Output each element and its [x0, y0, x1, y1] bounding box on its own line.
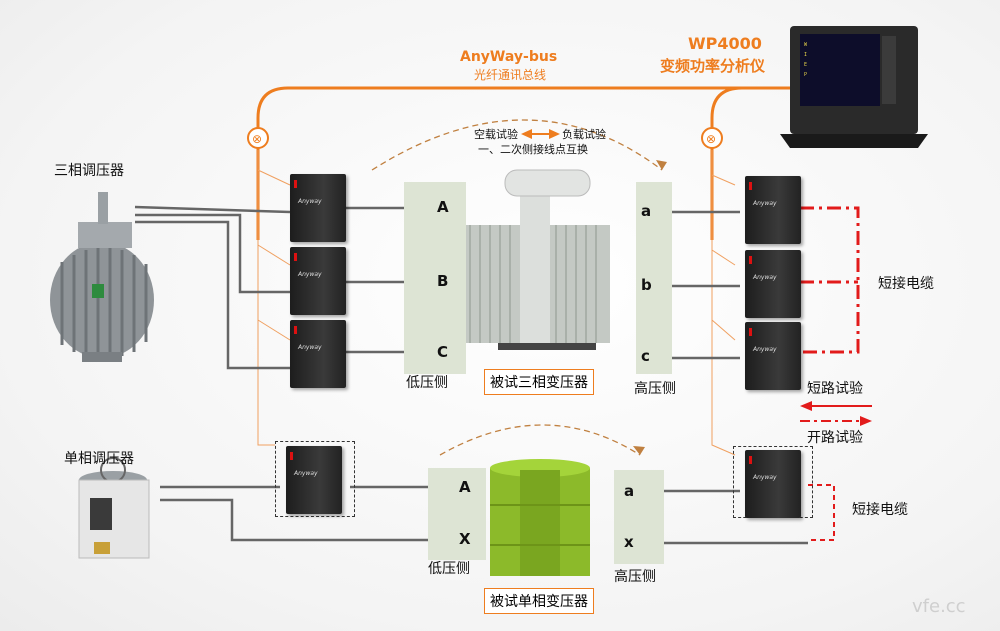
terminal-label: x	[624, 533, 634, 551]
terminal-label: a	[641, 202, 652, 220]
current-transformer-sensor: Anyway	[286, 446, 342, 514]
svg-text:E: E	[804, 62, 807, 68]
single-phase-transformer-image	[490, 459, 590, 576]
current-transformer-sensor: Anyway	[745, 322, 801, 390]
high-voltage-panel-three-phase	[636, 182, 672, 374]
terminal-label: a	[624, 482, 635, 500]
terminal-label: C	[437, 343, 449, 361]
ct-dashed-frame	[275, 441, 355, 517]
fiber-bus-right-line	[710, 86, 743, 240]
short-cables-three-phase	[800, 206, 860, 354]
svg-text:I: I	[804, 52, 807, 58]
three-phase-feed-lines	[134, 205, 740, 370]
short-cable-label: 短接电缆	[852, 502, 908, 518]
terminal-label: A	[459, 478, 471, 496]
current-transformer-sensor: Anyway	[745, 250, 801, 318]
swap-arrow-right-icon	[549, 129, 560, 139]
analyzer-name: 变频功率分析仪	[660, 57, 766, 75]
current-transformer-sensor: Anyway	[745, 450, 801, 518]
high-voltage-panel-single-phase	[614, 470, 664, 564]
three-phase-transformer-label: 被试三相变压器	[484, 369, 594, 395]
single-phase-transformer-label: 被试单相变压器	[484, 588, 594, 614]
open-circuit-test-label: 开路试验	[807, 430, 863, 446]
open-circuit-arrow	[800, 416, 872, 426]
low-voltage-panel-three-phase	[404, 182, 466, 374]
terminal-label: B	[437, 272, 449, 290]
svg-text:W: W	[804, 42, 808, 48]
three-phase-transformer-image	[466, 169, 610, 350]
analyzer-model: WP4000	[688, 34, 762, 53]
bus-branch-lines	[257, 150, 736, 456]
fiber-coupler-left: ⊗	[247, 127, 269, 149]
terminal-label: c	[641, 347, 650, 365]
swap-arrow-left-icon	[521, 129, 532, 139]
fiber-coupler-right: ⊗	[701, 127, 723, 149]
current-transformer-sensor: Anyway	[290, 247, 346, 315]
swap-arc-single-phase	[439, 424, 641, 456]
current-transformer-sensor: Anyway	[745, 176, 801, 244]
bus-name: AnyWay-bus	[460, 49, 558, 65]
short-circuit-test-label: 短路试验	[807, 381, 863, 397]
three-phase-regulator-label: 三相调压器	[54, 163, 124, 179]
low-side-label: 低压侧	[406, 375, 448, 391]
svg-text:⊗: ⊗	[706, 132, 716, 146]
svg-text:⊗: ⊗	[252, 132, 262, 146]
swap-arc-three-phase	[371, 119, 663, 171]
high-side-label: 高压侧	[634, 381, 676, 397]
low-voltage-panel-single-phase	[428, 468, 486, 560]
terminal-label: X	[459, 530, 471, 548]
fiber-bus-line	[256, 86, 790, 240]
three-phase-regulator-image	[50, 192, 154, 362]
swap-note-line2: 一、二次侧接线点互换	[478, 143, 588, 156]
bus-subtitle: 光纤通讯总线	[474, 68, 547, 82]
single-phase-regulator-label: 单相调压器	[64, 451, 134, 467]
current-transformer-sensor: Anyway	[290, 174, 346, 242]
short-circuit-arrow	[800, 401, 872, 411]
single-phase-regulator-image	[78, 457, 150, 559]
svg-text:P: P	[804, 72, 807, 78]
load-test-label: 负载试验	[562, 128, 606, 141]
low-side-label: 低压侧	[428, 561, 470, 577]
terminal-label: b	[641, 276, 652, 294]
watermark: vfe.cc	[912, 596, 966, 617]
current-transformer-sensor: Anyway	[290, 320, 346, 388]
terminal-label: A	[437, 198, 449, 216]
short-cables-single-phase	[808, 484, 835, 541]
no-load-test-label: 空载试验	[474, 128, 518, 141]
short-cable-label: 短接电缆	[878, 276, 934, 292]
high-side-label: 高压侧	[614, 569, 656, 585]
single-phase-feed-lines	[160, 485, 808, 545]
